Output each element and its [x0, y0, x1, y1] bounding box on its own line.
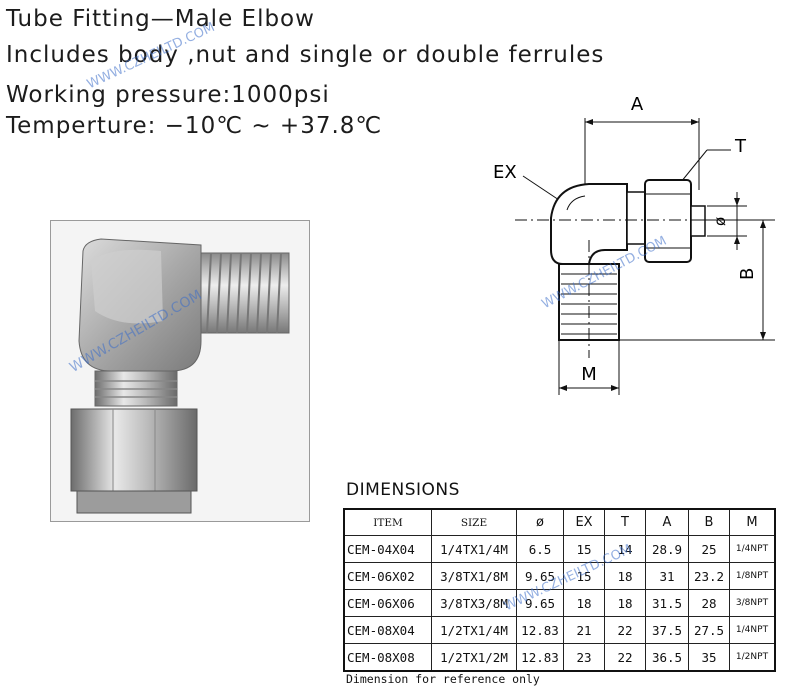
table-row: CEM-08X08 1/2TX1/2M 12.83 23 22 36.5 35 …	[343, 643, 776, 672]
col-ex: EX	[563, 508, 605, 536]
col-item: ITEM	[343, 508, 432, 536]
cell-size: 3/8TX3/8M	[431, 589, 517, 617]
cell-size: 1/2TX1/4M	[431, 616, 517, 644]
cell-t: 14	[604, 535, 646, 563]
cell-m: 1/4NPT	[729, 616, 776, 644]
elbow-drawing-svg: A T EX ø	[493, 94, 775, 395]
table-row: CEM-06X02 3/8TX1/8M 9.65 15 18 31 23.2 1…	[343, 562, 776, 590]
cell-size: 3/8TX1/8M	[431, 562, 517, 590]
cell-b: 27.5	[688, 616, 730, 644]
label-phi: ø	[711, 217, 729, 226]
cell-ex: 18	[563, 589, 605, 617]
product-photo: WWW.CZHEILTD.COM	[50, 220, 310, 522]
label-t: T	[734, 136, 747, 157]
cell-b: 35	[688, 643, 730, 672]
cell-phi: 12.83	[516, 616, 564, 644]
dimensions-table: ITEM SIZE ø EX T A B M CEM-04X04 1/4TX1/…	[343, 508, 776, 672]
cell-b: 23.2	[688, 562, 730, 590]
temperature-text: Temperture: −10℃ ∼ +37.8℃	[6, 113, 383, 139]
cell-m: 1/8NPT	[729, 562, 776, 590]
dimension-drawing: A T EX ø	[485, 90, 785, 400]
cell-t: 18	[604, 589, 646, 617]
includes-text: Includes body ,nut and single or double …	[6, 42, 605, 68]
cell-phi: 12.83	[516, 643, 564, 672]
col-a: A	[645, 508, 689, 536]
cell-size: 1/2TX1/2M	[431, 643, 517, 672]
cell-ex: 15	[563, 562, 605, 590]
col-t: T	[604, 508, 646, 536]
cell-phi: 6.5	[516, 535, 564, 563]
dimensions-heading: DIMENSIONS	[346, 480, 460, 500]
col-m: M	[729, 508, 776, 536]
cell-a: 31.5	[645, 589, 689, 617]
cell-m: 1/4NPT	[729, 535, 776, 563]
table-row: CEM-08X04 1/2TX1/4M 12.83 21 22 37.5 27.…	[343, 616, 776, 644]
elbow-fitting-image	[70, 238, 290, 514]
label-m: M	[581, 364, 597, 385]
cell-a: 28.9	[645, 535, 689, 563]
cell-m: 1/2NPT	[729, 643, 776, 672]
label-a: A	[631, 94, 644, 115]
cell-item: CEM-08X04	[343, 616, 432, 644]
cell-item: CEM-06X02	[343, 562, 432, 590]
cell-size: 1/4TX1/4M	[431, 535, 517, 563]
reference-note: Dimension for reference only	[346, 672, 540, 686]
working-pressure-text: Working pressure:1000psi	[6, 82, 330, 108]
cell-a: 37.5	[645, 616, 689, 644]
cell-t: 18	[604, 562, 646, 590]
cell-b: 28	[688, 589, 730, 617]
cell-item: CEM-06X06	[343, 589, 432, 617]
cell-ex: 21	[563, 616, 605, 644]
cell-item: CEM-04X04	[343, 535, 432, 563]
col-b: B	[688, 508, 730, 536]
cell-t: 22	[604, 616, 646, 644]
table-row: CEM-04X04 1/4TX1/4M 6.5 15 14 28.9 25 1/…	[343, 535, 776, 563]
cell-ex: 23	[563, 643, 605, 672]
cell-item: CEM-08X08	[343, 643, 432, 672]
cell-a: 31	[645, 562, 689, 590]
col-size: SIZE	[431, 508, 517, 536]
cell-t: 22	[604, 643, 646, 672]
col-phi: ø	[516, 508, 564, 536]
table-row: CEM-06X06 3/8TX3/8M 9.65 18 18 31.5 28 3…	[343, 589, 776, 617]
cell-b: 25	[688, 535, 730, 563]
cell-a: 36.5	[645, 643, 689, 672]
page-title: Tube Fitting—Male Elbow	[6, 6, 315, 32]
label-b: B	[737, 268, 758, 280]
label-ex: EX	[493, 162, 517, 183]
table-header-row: ITEM SIZE ø EX T A B M	[343, 508, 776, 536]
cell-m: 3/8NPT	[729, 589, 776, 617]
